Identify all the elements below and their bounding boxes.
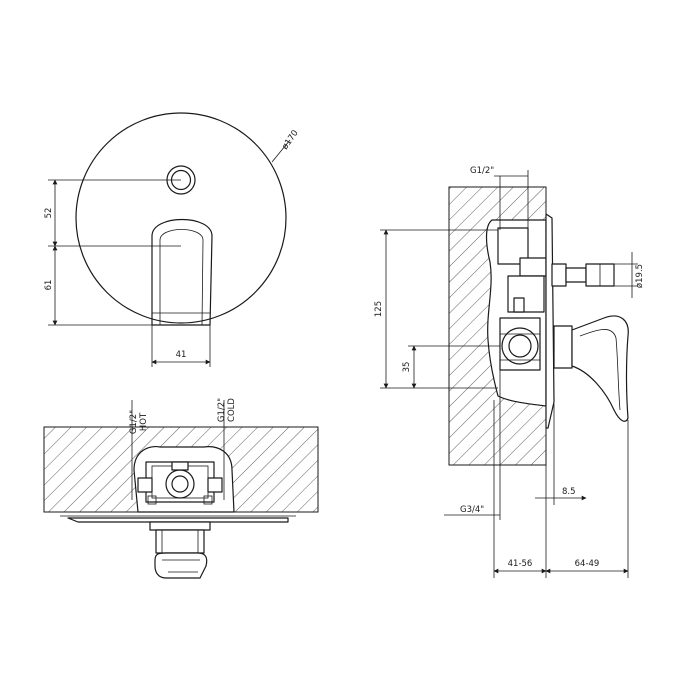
dim-label-35: 35 <box>402 362 412 373</box>
lever-handle <box>151 219 213 326</box>
cover-plate-edge-side <box>545 213 555 429</box>
dim-label-61: 61 <box>44 280 54 291</box>
diverter-spindle <box>551 263 615 287</box>
hot-size-label: G1/2" <box>129 410 139 434</box>
cold-size-label: G1/2" <box>217 398 227 422</box>
cover-plate-circle <box>75 112 287 324</box>
dim-label-64-49: 64-49 <box>575 559 600 569</box>
dim-label-8-5: 8.5 <box>562 487 576 497</box>
side-view: G1/2" ø19.5 125 35 G3/4" 8.5 41-56 64-49 <box>374 166 645 578</box>
lever-handle-side <box>553 315 629 422</box>
dim-label-125: 125 <box>374 301 384 317</box>
dim-label-41: 41 <box>176 350 187 360</box>
outlet-size-label: G3/4" <box>460 505 484 515</box>
lever-handle-top <box>149 521 211 579</box>
diameter-label: ø170 <box>280 128 300 151</box>
cold-label: COLD <box>227 398 237 422</box>
front-view: 52 61 41 ø170 <box>44 112 301 367</box>
valve-body-top <box>137 461 223 505</box>
dim-label-52: 52 <box>44 208 54 219</box>
inlet-size-label: G1/2" <box>470 166 494 176</box>
spindle-diameter-label: ø19.5 <box>635 264 645 288</box>
valve-body-side <box>497 227 547 371</box>
top-view: G1/2" HOT G1/2" COLD <box>43 398 319 579</box>
cover-plate-edge <box>67 517 289 523</box>
hot-label: HOT <box>139 412 149 431</box>
dim-label-41-56: 41-56 <box>508 559 533 569</box>
